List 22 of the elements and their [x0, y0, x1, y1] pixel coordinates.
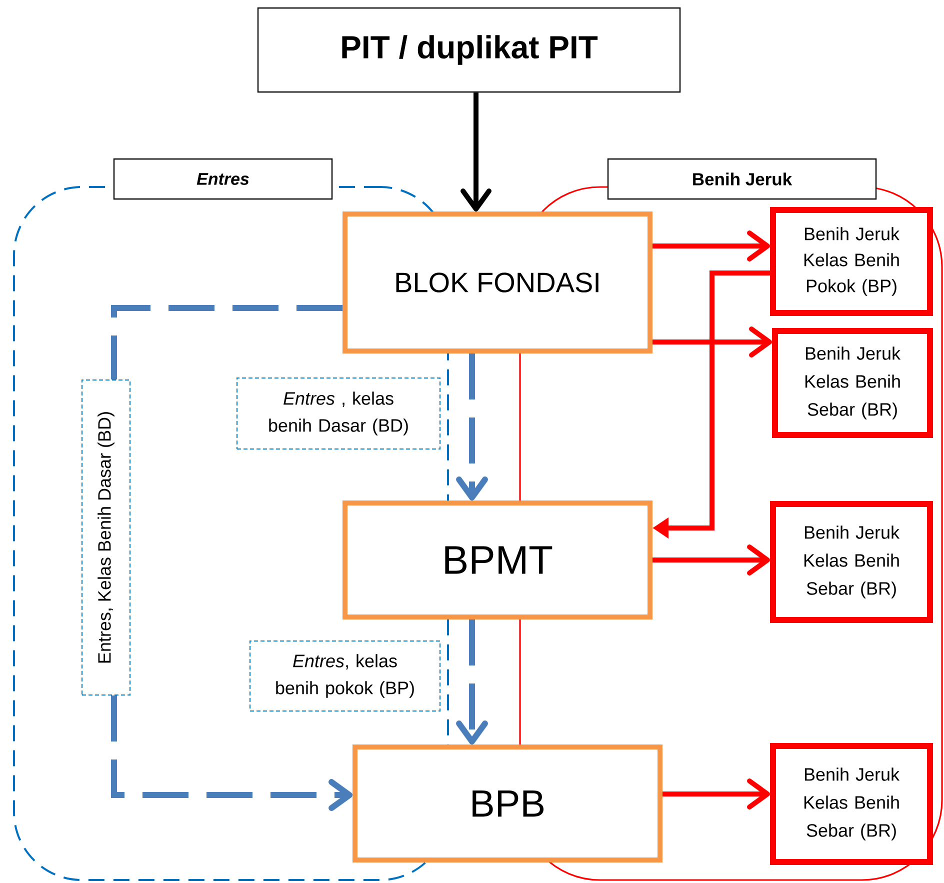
edge-label: Entres , kelas benih Dasar (BD) [236, 378, 440, 450]
dashed-arrow [111, 696, 352, 811]
result-box: Benih Jeruk Kelas Benih Pokok (BP) [770, 207, 934, 316]
edge-label: Entres, kelas benih pokok (BP) [250, 640, 440, 712]
result-box: Benih Jeruk Kelas Benih Sebar (BR) [770, 501, 934, 623]
arrow [652, 544, 770, 576]
dashed-arrow [456, 620, 488, 744]
stage-box: BLOK FONDASI [342, 212, 652, 354]
result-box: Benih Jeruk Kelas Benih Sebar (BR) [770, 743, 934, 865]
arrow [662, 778, 770, 810]
result-box: Benih Jeruk Kelas Benih Sebar (BR) [772, 328, 934, 438]
arrow [460, 92, 492, 212]
dashed-arrow [456, 354, 488, 500]
stage-box: BPMT [342, 500, 652, 620]
arrow [652, 326, 772, 358]
group-heading: Entres [113, 158, 333, 200]
stage-box: BPB [352, 744, 662, 862]
group-heading: Benih Jeruk [607, 158, 877, 200]
note-box: Entres, Kelas Benih Dasar (BD) [82, 380, 130, 696]
title-box: PIT / duplikat PIT [257, 7, 681, 93]
dashed-line [111, 305, 342, 380]
arrow [652, 230, 770, 262]
